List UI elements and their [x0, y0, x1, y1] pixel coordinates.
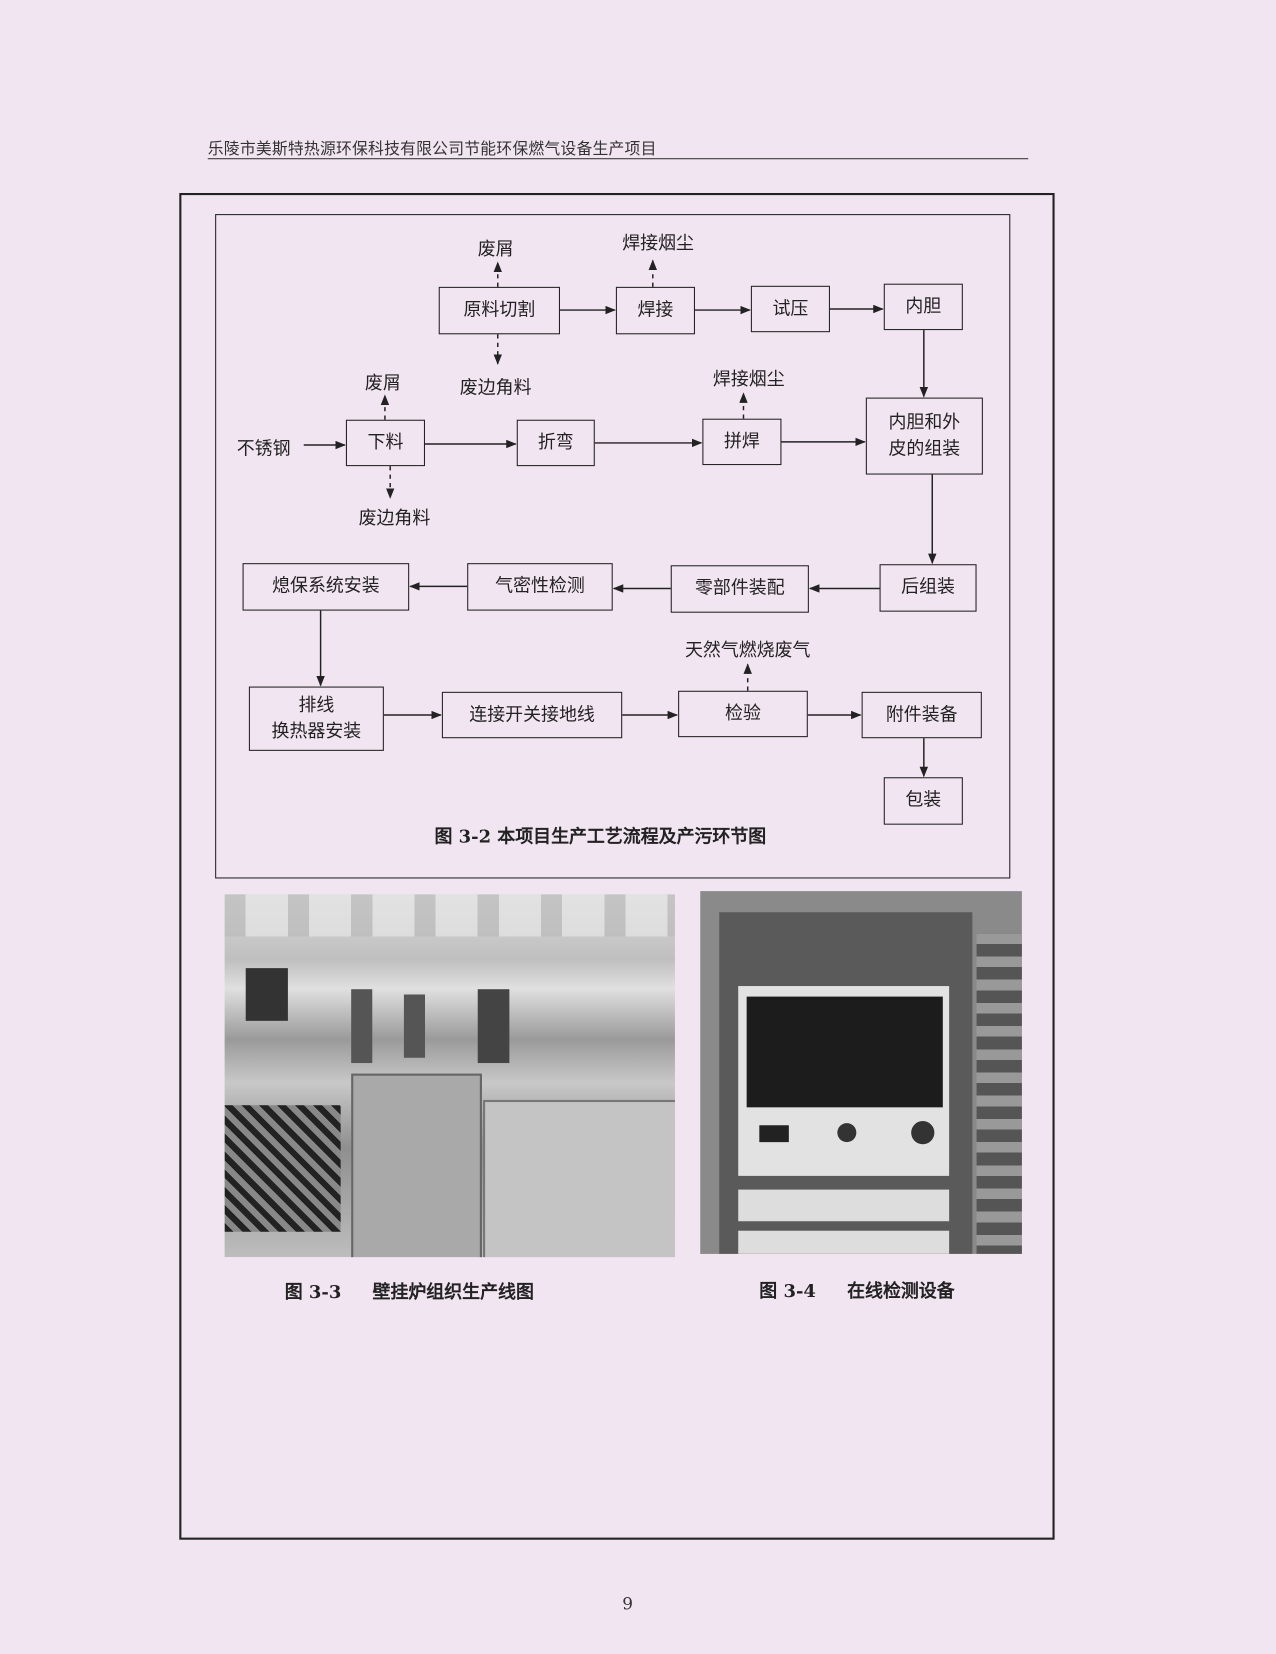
emission-label: 废屑 — [477, 239, 514, 261]
node-inspection: 检验 — [678, 690, 808, 738]
node-accessories: 附件装备 — [861, 691, 982, 739]
figure-number: 图 3-4 — [759, 1281, 816, 1303]
emission-label: 废屑 — [364, 373, 401, 395]
node-splice-weld: 拼焊 — [702, 418, 782, 466]
figure-number: 图 3-3 — [284, 1282, 342, 1304]
emission-label: 废边角料 — [459, 377, 532, 399]
node-airtight-test: 气密性检测 — [467, 563, 613, 611]
flowchart-frame — [215, 214, 1011, 879]
figure-caption: 图 3-4 在线检测设备 — [759, 1276, 954, 1302]
emission-label: 焊接烟尘 — [712, 369, 785, 391]
emission-label: 废边角料 — [358, 508, 431, 530]
node-wiring-heat-exchanger: 排线 换热器安装 — [248, 686, 384, 751]
node-post-assembly: 后组装 — [879, 564, 977, 612]
emission-label: 天然气燃烧废气 — [684, 640, 811, 662]
production-line-photo — [224, 894, 675, 1258]
content-frame — [179, 192, 1055, 1540]
node-weld: 焊接 — [615, 286, 695, 335]
node-liner: 内胆 — [883, 283, 963, 331]
figure-title: 在线检测设备 — [847, 1281, 955, 1303]
node-bending: 折弯 — [516, 419, 595, 467]
node-switch-ground: 连接开关接地线 — [441, 691, 623, 739]
node-parts-assembly: 零部件装配 — [670, 565, 809, 613]
inspection-equipment-photo — [700, 891, 1022, 1254]
input-label: 不锈钢 — [236, 438, 291, 460]
node-flame-protect: 熄保系统安装 — [242, 563, 410, 611]
node-pressure-test: 试压 — [750, 285, 830, 333]
page-number: 9 — [622, 1593, 633, 1614]
node-packaging: 包装 — [883, 777, 963, 825]
figure-caption: 图 3-3 壁挂炉组织生产线图 — [285, 1277, 534, 1303]
node-blanking: 下料 — [345, 419, 426, 467]
running-header: 乐陵市美斯特热源环保科技有限公司节能环保燃气设备生产项目 — [207, 139, 657, 159]
node-raw-cut: 原料切割 — [438, 286, 560, 335]
node-line: 排线 — [298, 694, 335, 716]
node-line: 皮的组装 — [888, 438, 961, 460]
node-line: 内胆和外 — [888, 411, 961, 433]
emission-label: 焊接烟尘 — [622, 233, 694, 255]
node-line: 换热器安装 — [271, 720, 362, 742]
figure-title: 壁挂炉组织生产线图 — [372, 1282, 534, 1304]
node-liner-shell-assembly: 内胆和外 皮的组装 — [865, 397, 983, 475]
header-rule — [207, 158, 1029, 160]
flowchart-caption: 图 3-2 本项目生产工艺流程及产污环节图 — [434, 826, 767, 848]
